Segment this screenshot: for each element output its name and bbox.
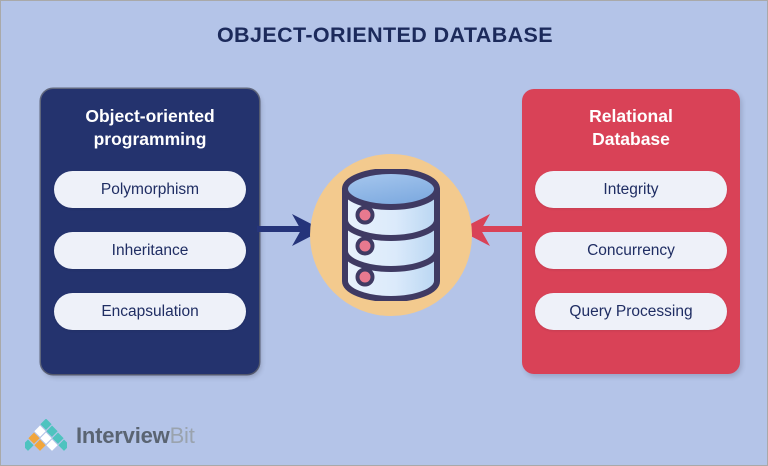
logo-word-interview: Interview [76,423,170,448]
interviewbit-logo-text: InterviewBit [76,423,195,449]
panel-object-oriented-programming: Object-oriented programming Polymorphism… [41,89,259,374]
pill-integrity[interactable]: Integrity [535,171,727,208]
pill-encapsulation[interactable]: Encapsulation [54,293,246,330]
panel-title-relational-database: Relational Database [522,105,740,152]
interviewbit-logo-mark-icon [25,419,67,451]
panel-title-line-2: programming [93,129,207,150]
arrow-left-icon [459,214,525,246]
page-title: OBJECT-ORIENTED DATABASE [216,23,554,47]
arrow-oop-to-database [257,209,325,251]
panel-title-object-oriented-programming: Object-oriented programming [41,105,259,152]
arrow-rdb-to-database [447,209,525,251]
pill-stack-oop: Polymorphism Inheritance Encapsulation [54,171,246,330]
interviewbit-logo[interactable]: InterviewBit [25,419,195,453]
logo-word-bit: Bit [169,423,195,448]
pill-inheritance[interactable]: Inheritance [54,232,246,269]
panel-title-line-1: Relational [589,106,673,126]
arrow-right-icon [257,214,323,246]
pill-stack-rdb: Integrity Concurrency Query Processing [535,171,727,330]
pill-polymorphism[interactable]: Polymorphism [54,171,246,208]
panel-title-line-2: Database [592,129,670,150]
database-cylinder-icon [339,168,443,302]
database-icon-svg [342,168,440,302]
pill-query-processing[interactable]: Query Processing [535,293,727,330]
panel-title-line-1: Object-oriented [85,106,215,126]
pill-concurrency[interactable]: Concurrency [535,232,727,269]
panel-relational-database: Relational Database Integrity Concurrenc… [522,89,740,374]
